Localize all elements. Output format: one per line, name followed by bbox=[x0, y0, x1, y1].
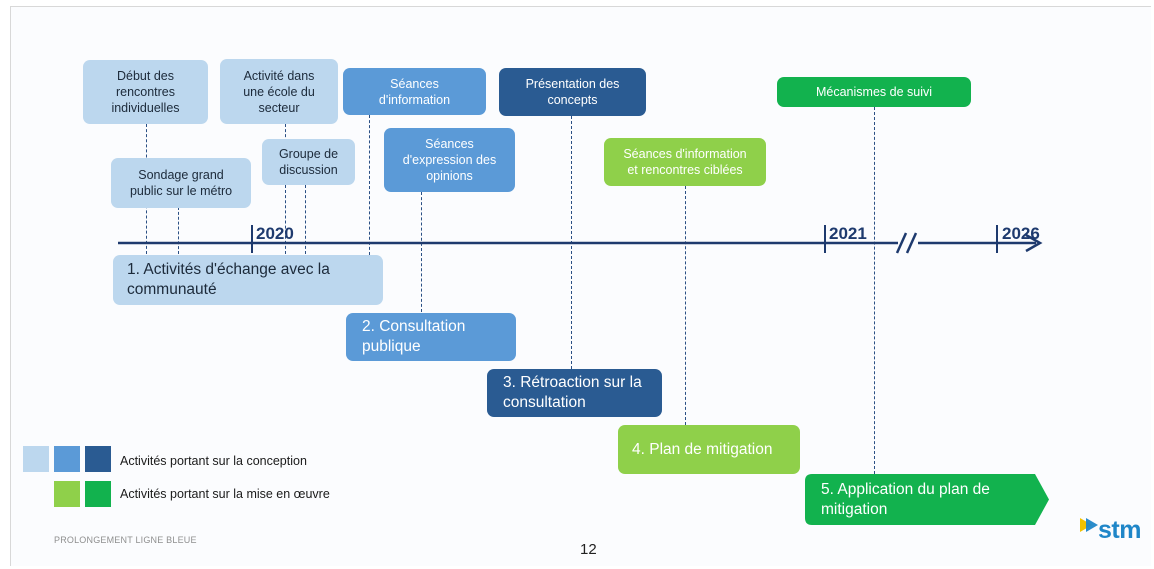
footer-project-name: PROLONGEMENT LIGNE BLEUE bbox=[54, 535, 197, 545]
box-mecanismes-suivi: Mécanismes de suivi bbox=[777, 77, 971, 107]
timeline-arrowhead bbox=[1025, 233, 1043, 253]
legend-swatch-green bbox=[85, 481, 111, 507]
stm-logo-text: stm bbox=[1098, 516, 1141, 544]
legend-swatch-light-green bbox=[54, 481, 80, 507]
connector-groupe bbox=[305, 185, 306, 254]
connector-ecole bbox=[285, 124, 286, 254]
legend-mise-en-oeuvre-label: Activités portant sur la mise en œuvre bbox=[120, 487, 330, 501]
phase-3-box: 3. Rétroaction sur la consultation bbox=[487, 369, 662, 417]
box-seances-information: Séances d'information bbox=[343, 68, 486, 115]
timeline-break-mark-1 bbox=[895, 232, 908, 254]
phase-5-arrow-shape bbox=[805, 474, 1049, 525]
phase-4-box: 4. Plan de mitigation bbox=[618, 425, 800, 474]
box-seances-ciblees: Séances d'information et rencontres cibl… bbox=[604, 138, 766, 186]
tick-2021 bbox=[824, 225, 826, 253]
box-activite-ecole: Activité dans une école du secteur bbox=[220, 59, 338, 124]
box-presentation-concepts: Présentation des concepts bbox=[499, 68, 646, 116]
timeline-break-mark-2 bbox=[905, 232, 918, 254]
connector-seances-info bbox=[369, 115, 370, 255]
year-2020-label: 2020 bbox=[256, 224, 294, 243]
legend-swatch-light-blue bbox=[23, 446, 49, 472]
year-2021-label: 2021 bbox=[829, 224, 867, 243]
box-debut-rencontres: Début des rencontres individuelles bbox=[83, 60, 208, 124]
page-number: 12 bbox=[580, 541, 597, 558]
connector-ciblees bbox=[685, 186, 686, 425]
phase-5-box: 5. Application du plan de mitigation bbox=[821, 480, 990, 518]
stm-logo-arrow-icon bbox=[1080, 518, 1098, 532]
phase-1-box: 1. Activités d'échange avec la communaut… bbox=[113, 255, 383, 305]
tick-2020 bbox=[251, 225, 253, 253]
box-seances-expression: Séances d'expression des opinions bbox=[384, 128, 515, 192]
box-groupe-discussion: Groupe de discussion bbox=[262, 139, 355, 185]
legend-conception-label: Activités portant sur la conception bbox=[120, 454, 307, 468]
legend-swatch-dark-blue bbox=[85, 446, 111, 472]
connector-expression bbox=[421, 192, 422, 312]
year-2026-label: 2026 bbox=[1002, 224, 1040, 243]
legend-swatch-mid-blue bbox=[54, 446, 80, 472]
stm-logo: stm bbox=[1078, 512, 1148, 548]
phase-2-box: 2. Consultation publique bbox=[346, 313, 516, 361]
tick-2026 bbox=[996, 225, 998, 253]
connector-suivi bbox=[874, 107, 875, 474]
box-sondage: Sondage grand public sur le métro bbox=[111, 158, 251, 208]
